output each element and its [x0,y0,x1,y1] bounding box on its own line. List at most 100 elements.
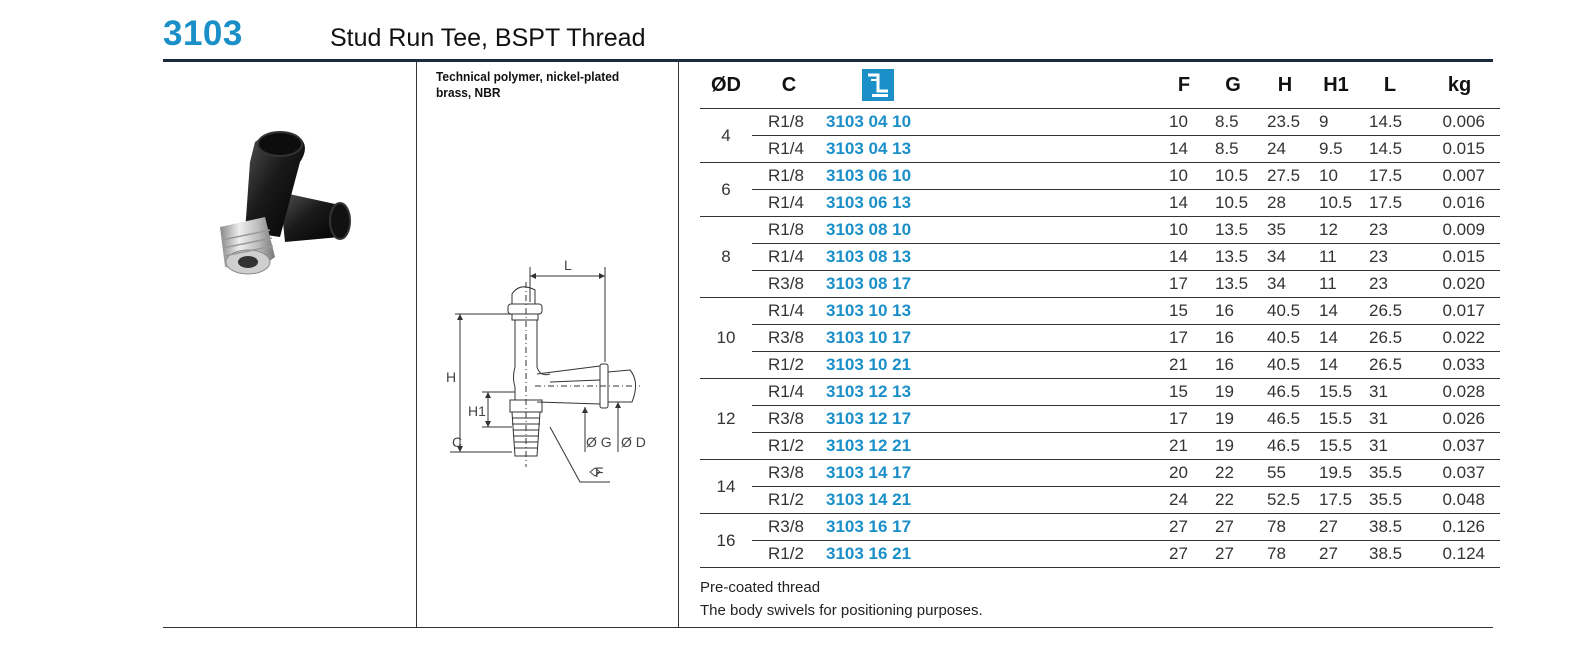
kg-cell: 0.037 [1419,459,1500,487]
h-cell: 40.5 [1259,324,1311,352]
f-cell: 10 [1161,108,1207,136]
article-code-cell: 3103 08 17 [826,270,1161,298]
product-code: 3103 [163,14,243,53]
thread-cell: R3/8 [752,513,826,541]
h-cell: 27.5 [1259,162,1311,190]
f-cell: 21 [1161,432,1207,460]
g-cell: 22 [1207,459,1259,487]
thread-cell: R1/8 [752,162,826,190]
thread-cell: R3/8 [752,405,826,433]
l-cell: 23 [1361,216,1419,244]
diameter-cell: 12 [700,378,752,460]
h1-cell: 14 [1311,351,1361,379]
kg-cell: 0.126 [1419,513,1500,541]
f-cell: 21 [1161,351,1207,379]
l-cell: 38.5 [1361,540,1419,568]
thread-cell: R1/4 [752,297,826,325]
h-cell: 46.5 [1259,432,1311,460]
kg-cell: 0.017 [1419,297,1500,325]
article-code-cell: 3103 04 10 [826,108,1161,136]
note-line: Pre-coated thread [700,579,821,596]
thread-cell: R3/8 [752,270,826,298]
h1-cell: 27 [1311,540,1361,568]
h1-cell: 11 [1311,270,1361,298]
col-header-code [826,62,1161,109]
kg-cell: 0.124 [1419,540,1500,568]
l-cell: 31 [1361,378,1419,406]
dim-label-h1: H1 [468,403,486,419]
g-cell: 8.5 [1207,108,1259,136]
f-cell: 14 [1161,189,1207,217]
article-code-cell: 3103 16 21 [826,540,1161,568]
notes: Pre-coated thread The body swivels for p… [700,576,983,622]
h1-cell: 14 [1311,324,1361,352]
h1-cell: 14 [1311,297,1361,325]
col-header-d: ØD [700,62,752,109]
l-cell: 17.5 [1361,162,1419,190]
note-line: The body swivels for positioning purpose… [700,602,983,619]
table-header-row: ØD C F G H H1 L kg [700,62,1500,109]
l-cell: 38.5 [1361,513,1419,541]
g-cell: 19 [1207,378,1259,406]
article-code-cell: 3103 08 10 [826,216,1161,244]
diameter-cell: 4 [700,108,752,163]
thread-cell: R1/8 [752,108,826,136]
g-cell: 16 [1207,351,1259,379]
dim-label-d: Ø D [621,434,646,450]
g-cell: 19 [1207,405,1259,433]
f-cell: 20 [1161,459,1207,487]
product-photo [220,131,351,275]
article-code-cell: 3103 10 13 [826,297,1161,325]
article-code-cell: 3103 06 13 [826,189,1161,217]
h-cell: 35 [1259,216,1311,244]
kg-cell: 0.048 [1419,486,1500,514]
column-divider [416,62,417,628]
kg-cell: 0.015 [1419,243,1500,271]
dim-label-h: H [446,369,456,385]
g-cell: 27 [1207,540,1259,568]
h-cell: 23.5 [1259,108,1311,136]
kg-cell: 0.007 [1419,162,1500,190]
h-cell: 78 [1259,513,1311,541]
article-code-cell: 3103 14 17 [826,459,1161,487]
hex-icon [589,467,601,477]
h1-cell: 9 [1311,108,1361,136]
col-header-g: G [1207,62,1259,109]
diameter-cell: 10 [700,297,752,379]
g-cell: 10.5 [1207,189,1259,217]
kg-cell: 0.015 [1419,135,1500,163]
col-header-h1: H1 [1311,62,1361,109]
kg-cell: 0.026 [1419,405,1500,433]
f-cell: 17 [1161,324,1207,352]
g-cell: 8.5 [1207,135,1259,163]
h-cell: 55 [1259,459,1311,487]
l-cell: 31 [1361,432,1419,460]
h1-cell: 9.5 [1311,135,1361,163]
g-cell: 13.5 [1207,216,1259,244]
col-header-l: L [1361,62,1419,109]
kg-cell: 0.037 [1419,432,1500,460]
l-cell: 35.5 [1361,459,1419,487]
article-code-cell: 3103 10 21 [826,351,1161,379]
col-header-c: C [752,62,826,109]
f-cell: 10 [1161,162,1207,190]
article-code-cell: 3103 08 13 [826,243,1161,271]
g-cell: 16 [1207,324,1259,352]
thread-cell: R1/2 [752,351,826,379]
l-cell: 31 [1361,405,1419,433]
h-cell: 46.5 [1259,405,1311,433]
thread-cell: R1/2 [752,540,826,568]
f-cell: 24 [1161,486,1207,514]
g-cell: 13.5 [1207,243,1259,271]
